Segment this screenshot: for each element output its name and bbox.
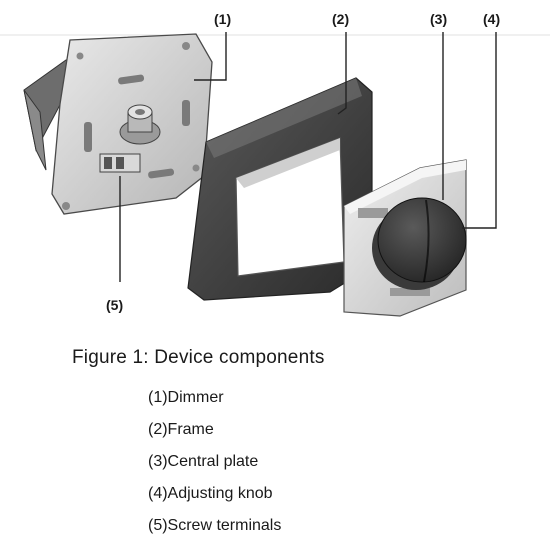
figure-caption: Figure 1: Device components <box>72 347 325 368</box>
callout-label-3: (3) <box>430 11 447 27</box>
callout-leader-2 <box>337 32 347 115</box>
dimmer-part <box>23 33 213 215</box>
callout-label-1: (1) <box>214 11 231 27</box>
callout-leader-1 <box>194 32 227 81</box>
component-legend: (1)Dimmer (2)Frame (3)Central plate (4)A… <box>148 389 281 549</box>
legend-item-adjusting-knob: (4)Adjusting knob <box>148 485 273 502</box>
adjusting-knob-part <box>372 197 467 290</box>
callout-leader-4 <box>462 32 497 229</box>
callout-label-4: (4) <box>483 11 500 27</box>
legend-item-central-plate: (3)Central plate <box>148 453 259 470</box>
legend-item-frame: (2)Frame <box>148 421 214 438</box>
legend-item-screw-terminals: (5)Screw terminals <box>148 517 282 534</box>
device-components-illustration: (1) (2) (3) (4) (5) <box>0 11 550 317</box>
legend-item-dimmer: (1)Dimmer <box>148 389 224 406</box>
callout-label-2: (2) <box>332 11 349 27</box>
callout-label-5: (5) <box>106 297 123 313</box>
frame-part <box>187 77 373 301</box>
